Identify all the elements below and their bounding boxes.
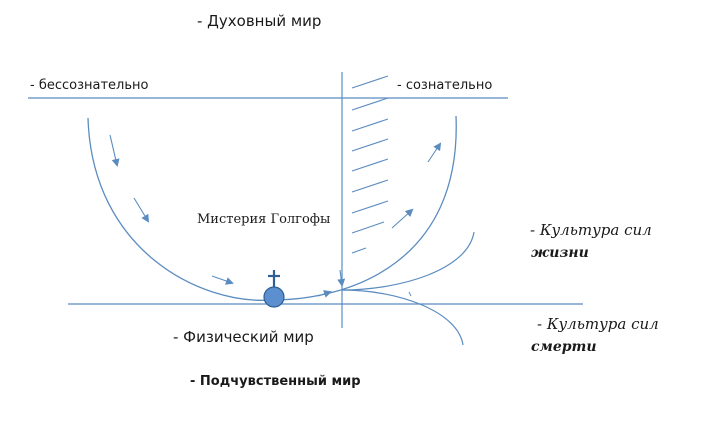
label-physical-world: - Физический мир	[173, 328, 314, 346]
label-spiritual-world: - Духовный мир	[197, 12, 322, 30]
ascent-arrows	[317, 142, 442, 298]
label-culture-death-line1: - Культура сил	[537, 315, 659, 333]
cross-icon	[263, 270, 285, 308]
conscious-hatching	[351, 75, 389, 254]
culture-death-curve	[341, 289, 464, 346]
descent-arrows	[109, 134, 234, 285]
label-culture-life-line1: - Культура сил	[530, 221, 652, 239]
descent-ascent-curve	[87, 115, 457, 301]
culture-life-curve	[341, 231, 475, 291]
label-subsensible-world: - Подчувственный мир	[190, 374, 361, 389]
label-unconscious: - бессознательно	[30, 78, 149, 93]
label-culture-death-line2: смерти	[531, 339, 597, 355]
label-conscious: - сознательно	[397, 78, 493, 93]
golgotha-circle	[263, 286, 285, 308]
label-culture-life-line2: жизни	[531, 245, 589, 261]
label-golgotha-mystery: Мистерия Голгофы	[197, 212, 331, 227]
curve-tick	[408, 291, 412, 297]
